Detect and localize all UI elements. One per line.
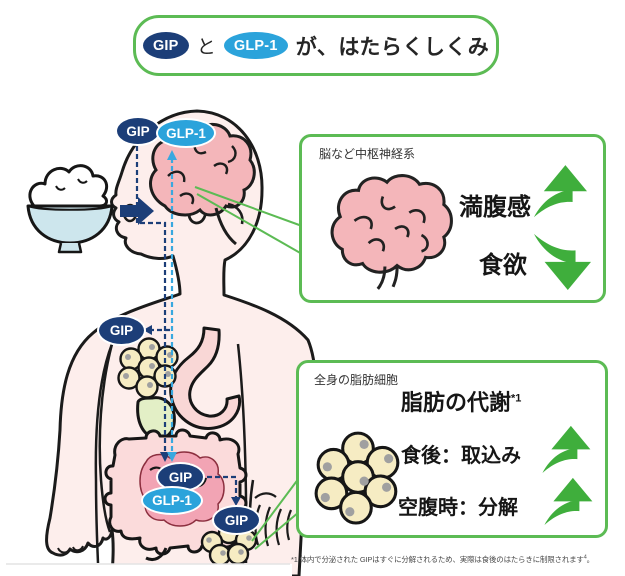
footnote: *1 体内で分泌された GIPはすぐに分解されるため、実際は食後のはたらきに制限… <box>291 554 594 565</box>
fat-infobox: 全身の脂肪細胞 脂肪の代謝*1 食後：取込み 空腹時：分解 <box>296 360 608 538</box>
footnote-text: *1 体内で分泌された GIPはすぐに分解されるため、実際は食後のはたらきに制限… <box>291 555 584 564</box>
glp1-badge-intestine: GLP-1 <box>141 486 203 515</box>
up-arrow-icon <box>542 425 591 473</box>
callout-lines-fat <box>251 477 300 550</box>
gip-badge-pelvis: GIP <box>212 505 261 535</box>
rice-bowl-icon <box>26 164 114 254</box>
fat-metabolism-note: *1 <box>511 392 522 405</box>
glp1-badge-title: GLP-1 <box>223 32 288 59</box>
fasting-label: 空腹時：分解 <box>398 497 518 519</box>
illustration-clip <box>0 564 292 576</box>
title-banner: GIP と GLP-1 が、はたらくしくみ <box>133 15 499 76</box>
title-connector: と <box>196 37 216 58</box>
fat-metabolism-text: 脂肪の代謝 <box>401 390 512 415</box>
down-arrow-icon <box>533 233 591 290</box>
brain-infobox: 脳など中枢神経系 満腹感 食欲 <box>299 134 606 303</box>
page-title: が、はたらくしくみ <box>295 35 490 59</box>
brain-large-icon <box>330 174 453 290</box>
gip-badge-head: GIP <box>115 116 161 146</box>
gip-badge-title: GIP <box>142 32 189 59</box>
brain-box-title: 脳など中枢神経系 <box>319 147 416 161</box>
fat-metabolism-heading: 脂肪の代謝*1 <box>401 385 521 417</box>
appetite-label: 食欲 <box>479 252 527 279</box>
up-arrow-icon <box>544 477 593 525</box>
glp1-arrowheads <box>167 150 177 462</box>
up-arrow-icon <box>533 165 587 218</box>
gip-dashed-path <box>135 146 238 498</box>
gip-arrowheads <box>143 325 241 506</box>
glp1-badge-head: GLP-1 <box>156 118 216 148</box>
stomach-icon <box>169 326 242 430</box>
footnote-period: 。 <box>586 555 595 564</box>
satiety-label: 満腹感 <box>459 194 531 221</box>
footnote-ref: 4 <box>583 554 587 561</box>
fat-box-title: 全身の脂肪細胞 <box>314 373 399 387</box>
callout-lines-brain <box>194 186 303 255</box>
postprandial-label: 食後：取込み <box>401 445 521 467</box>
gip-badge-abdomen: GIP <box>97 315 146 346</box>
fat-cells-large-icon <box>314 431 400 525</box>
